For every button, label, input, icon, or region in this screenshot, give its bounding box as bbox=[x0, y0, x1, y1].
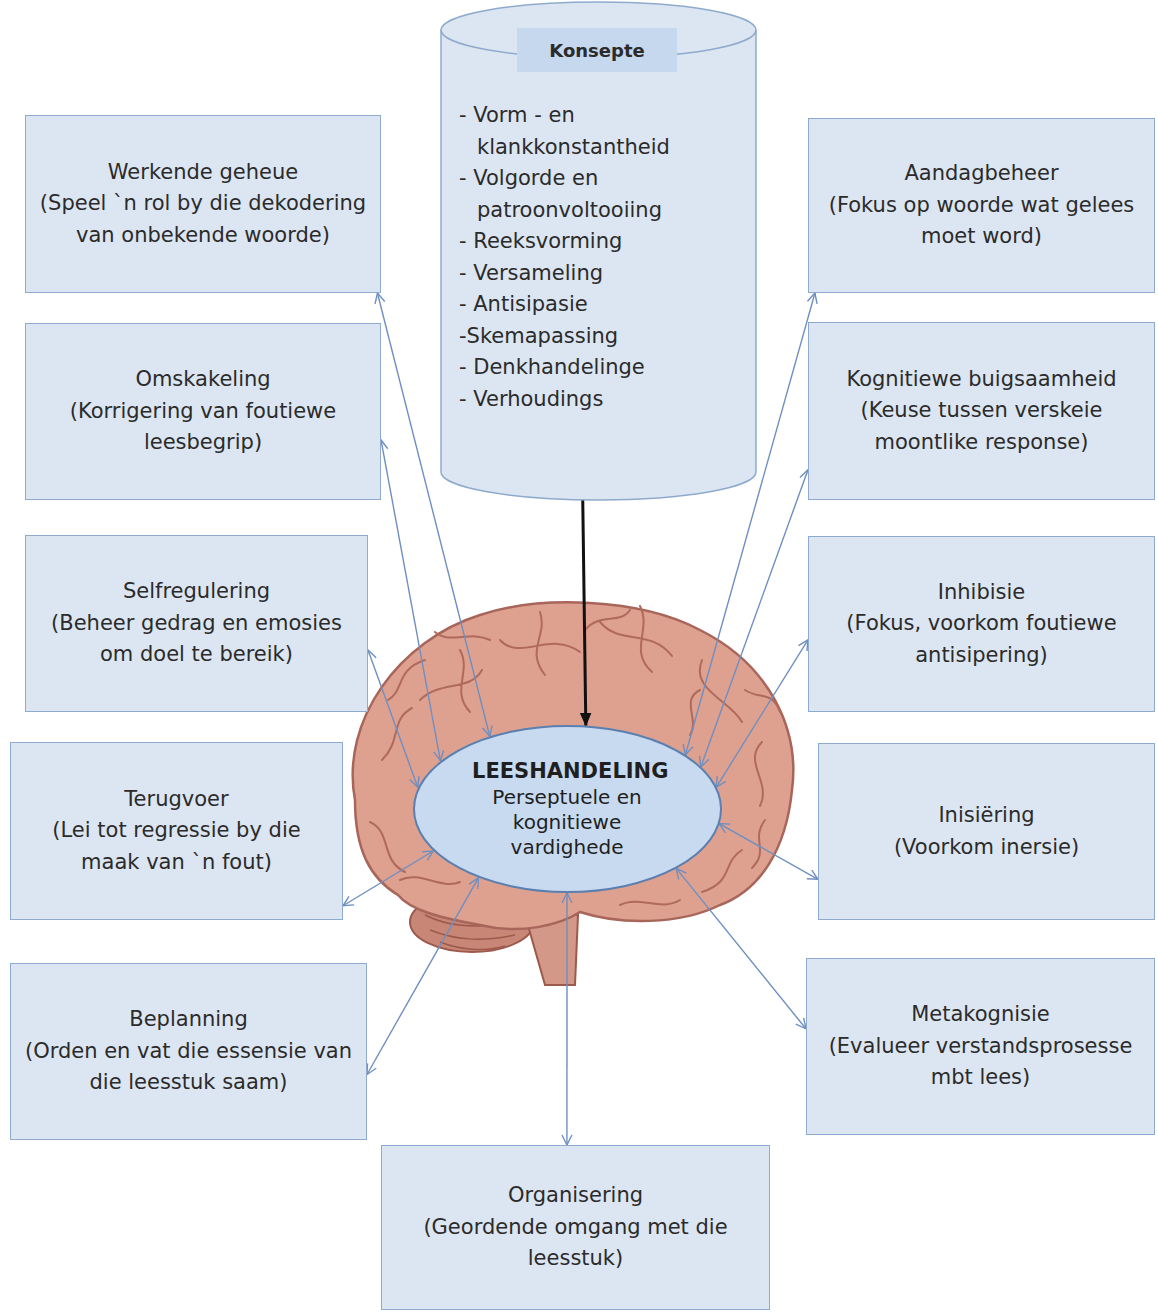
process-box: Selfregulering(Beheer gedrag en emosies … bbox=[25, 535, 368, 712]
box-description: (Keuse tussen verskeie moontlike respons… bbox=[821, 395, 1142, 458]
central-ellipse: LEESHANDELINGPerseptuele en kognitiewe v… bbox=[413, 725, 722, 893]
process-box: Aandagbeheer(Fokus op woorde wat gelees … bbox=[808, 118, 1155, 293]
box-description: (Evalueer verstandsprosesse mbt lees) bbox=[819, 1031, 1142, 1094]
box-heading: Metakognisie bbox=[911, 999, 1050, 1031]
process-box: Kognitiewe buigsaamheid(Keuse tussen ver… bbox=[808, 322, 1155, 500]
link-arrow bbox=[368, 650, 418, 787]
process-box: Organisering(Geordende omgang met die le… bbox=[381, 1145, 770, 1310]
link-arrow bbox=[701, 470, 808, 767]
box-description: (Korrigering van foutiewe leesbegrip) bbox=[38, 396, 368, 459]
process-box: Metakognisie(Evalueer verstandsprosesse … bbox=[806, 958, 1155, 1135]
box-heading: Terugvoer bbox=[124, 784, 228, 816]
box-description: (Fokus op woorde wat gelees moet word) bbox=[821, 190, 1142, 253]
concept-item: -Skemapassing bbox=[459, 321, 742, 353]
box-heading: Kognitiewe buigsaamheid bbox=[846, 364, 1116, 396]
box-heading: Beplanning bbox=[129, 1004, 247, 1036]
link-arrow bbox=[367, 878, 478, 1075]
link-arrow bbox=[381, 440, 440, 761]
cerebrum bbox=[353, 602, 794, 929]
concept-item: - Antisipasie bbox=[459, 289, 742, 321]
box-description: (Orden en vat die essensie van die leess… bbox=[23, 1036, 354, 1099]
brain-gyri bbox=[370, 606, 780, 905]
central-heading: LEESHANDELING bbox=[472, 758, 662, 785]
ellipse-text: LEESHANDELINGPerseptuele en kognitiewe v… bbox=[472, 758, 662, 860]
link-arrow bbox=[566, 893, 567, 1145]
box-description: (Fokus, voorkom foutiewe antisipering) bbox=[821, 608, 1142, 671]
link-arrow bbox=[716, 640, 808, 787]
concept-item: - Volgorde en patroonvoltooiing bbox=[459, 163, 742, 226]
box-description: (Geordende omgang met die leesstuk) bbox=[394, 1212, 757, 1275]
process-box: Werkende geheue(Speel `n rol by die deko… bbox=[25, 115, 381, 293]
process-box: Beplanning(Orden en vat die essensie van… bbox=[10, 963, 367, 1140]
concept-item: - Denkhandelinge bbox=[459, 352, 742, 384]
box-heading: Selfregulering bbox=[123, 576, 270, 608]
box-heading: Inhibisie bbox=[938, 577, 1026, 609]
concept-item: - Vorm - en klankkonstantheid bbox=[459, 100, 742, 163]
link-arrow bbox=[719, 824, 818, 880]
flow-arrow bbox=[583, 500, 586, 726]
box-heading: Werkende geheue bbox=[108, 157, 298, 189]
link-arrow bbox=[343, 851, 433, 906]
concept-item: - Reeksvorming bbox=[459, 226, 742, 258]
concept-item: - Verhoudings bbox=[459, 384, 742, 416]
brain-drawing bbox=[353, 602, 794, 985]
concept-cylinder: Konsepte- Vorm - en klankkonstantheid- V… bbox=[441, 2, 756, 500]
box-description: (Beheer gedrag en emosies om doel te ber… bbox=[38, 608, 355, 671]
link-arrow bbox=[676, 868, 806, 1028]
box-heading: Aandagbeheer bbox=[904, 158, 1058, 190]
box-description: (Lei tot regressie by die maak van `n fo… bbox=[23, 815, 330, 878]
process-box: Inisiëring(Voorkom inersie) bbox=[818, 743, 1155, 920]
box-description: (Speel `n rol by die dekodering van onbe… bbox=[38, 188, 368, 251]
box-description: (Voorkom inersie) bbox=[894, 832, 1079, 864]
process-box: Terugvoer(Lei tot regressie by die maak … bbox=[10, 742, 343, 920]
process-box: Inhibisie(Fokus, voorkom foutiewe antisi… bbox=[808, 536, 1155, 712]
central-text: Perseptuele en kognitiewe vardighede bbox=[472, 785, 662, 860]
concept-list: - Vorm - en klankkonstantheid- Volgorde … bbox=[459, 100, 742, 415]
box-heading: Organisering bbox=[508, 1180, 643, 1212]
concept-item: - Versameling bbox=[459, 258, 742, 290]
cylinder-body bbox=[441, 2, 756, 500]
cylinder-heading: Konsepte bbox=[517, 28, 677, 72]
ellipse-shape bbox=[414, 726, 721, 892]
box-heading: Inisiëring bbox=[938, 800, 1034, 832]
process-box: Omskakeling(Korrigering van foutiewe lee… bbox=[25, 323, 381, 500]
box-heading: Omskakeling bbox=[135, 364, 270, 396]
